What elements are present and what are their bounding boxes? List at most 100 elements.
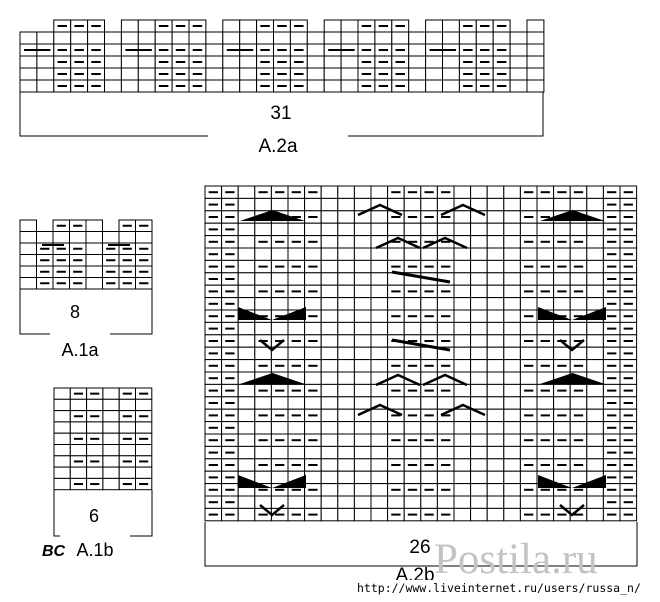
- a1a-cell: [19, 219, 37, 232]
- a2b-cell: [370, 222, 389, 237]
- a2b-cell: [470, 297, 488, 311]
- a2b-cell: [403, 321, 422, 336]
- a2b-cell: [486, 259, 505, 274]
- a2b-cell: [569, 396, 588, 410]
- a1b-cell: [118, 421, 136, 434]
- a2b-cell: [403, 346, 422, 361]
- a2b-chevron-mark: [440, 403, 486, 417]
- a2b-cell: [403, 222, 422, 237]
- a1b-cell: [102, 455, 120, 468]
- a2b-cell: [237, 197, 256, 212]
- a2b-cell: [237, 458, 256, 472]
- a2b-cell: [486, 507, 505, 522]
- a2a-cell: [526, 19, 545, 33]
- a2b-cell: [586, 259, 604, 274]
- a2b-cell: [387, 297, 405, 311]
- a1b-cell: [102, 466, 120, 479]
- a1b-cell: [69, 466, 88, 479]
- a2b-cell: [353, 321, 372, 336]
- a2b-cell: [320, 309, 339, 323]
- a2a-cell: [306, 31, 325, 45]
- a2b-cell: [519, 272, 538, 286]
- a2b-cell: [503, 495, 521, 509]
- a2b-cell: [486, 284, 505, 299]
- a2a-cell: [425, 31, 444, 45]
- a2b-cell: [503, 458, 521, 472]
- a1b-cell: [86, 398, 104, 412]
- a2b-cell: [320, 222, 339, 237]
- a2b-cell: [320, 359, 339, 373]
- a2b-cell: [254, 470, 272, 485]
- a2b-cable-mark: [391, 338, 451, 352]
- a2a-cell: [526, 55, 545, 69]
- a2b-cell: [370, 210, 389, 224]
- a1b-cell: [118, 466, 136, 479]
- a2b-cell: [237, 235, 256, 249]
- a2b-cell: [503, 408, 521, 423]
- a2a-cell: [425, 67, 444, 81]
- a2b-cell: [254, 197, 272, 212]
- a2b-cell: [254, 247, 272, 261]
- a2b-cell: [470, 383, 488, 398]
- a2b-cell: [403, 421, 422, 435]
- a2a-cell: [137, 67, 156, 81]
- a2b-cell: [503, 309, 521, 323]
- a2b-cell: [337, 396, 355, 410]
- a2a-cell: [239, 31, 258, 45]
- a2b-cell: [420, 421, 438, 435]
- a2b-cell: [470, 421, 488, 435]
- a2b-cell: [569, 421, 588, 435]
- a2b-cell: [420, 495, 438, 509]
- a2a-cell: [104, 31, 122, 45]
- a2b-cell: [403, 445, 422, 460]
- a2b-cell: [353, 433, 372, 447]
- a2b-cell: [519, 396, 538, 410]
- a1b-cell: [53, 455, 71, 468]
- a2b-cell: [486, 396, 505, 410]
- a1a-cell: [85, 219, 103, 232]
- a2b-cell: [420, 297, 438, 311]
- chart-a1a-count: 8: [70, 302, 80, 322]
- a2b-cable-mark: [391, 270, 451, 284]
- a2b-cell: [503, 259, 521, 274]
- a2b-cell: [453, 470, 472, 485]
- a2b-cell: [370, 507, 389, 522]
- a2b-cell: [486, 495, 505, 509]
- a2b-chevron-mark: [440, 203, 486, 217]
- a2b-cell: [320, 483, 339, 497]
- a2b-cell: [353, 272, 372, 286]
- a2a-cell: [205, 79, 224, 93]
- a2b-cell: [237, 408, 256, 423]
- a2b-cell: [586, 185, 604, 199]
- a2b-cell: [470, 507, 488, 522]
- a2b-cell: [403, 495, 422, 509]
- a2b-cell: [337, 408, 355, 423]
- a2b-cell: [304, 222, 322, 237]
- a2a-cell: [306, 55, 325, 69]
- a2b-cell: [586, 495, 604, 509]
- a1b-cell: [69, 398, 88, 412]
- chart-a2a-bracket: 31 A.2a: [19, 92, 544, 157]
- a2b-cell: [470, 396, 488, 410]
- a2b-triangle-mark: [540, 210, 605, 221]
- a2b-cell: [387, 470, 405, 485]
- a2b-cell: [387, 247, 405, 261]
- a2b-cell: [470, 346, 488, 361]
- a2b-triangle-mark: [240, 373, 305, 384]
- a1b-cell: [86, 466, 104, 479]
- a2b-cell: [353, 483, 372, 497]
- a2b-cell: [420, 470, 438, 485]
- chart-a2a-grid: [19, 19, 545, 93]
- a2b-cell: [320, 445, 339, 460]
- a2b-cell: [370, 259, 389, 274]
- a1a-cell: [19, 231, 37, 244]
- a2b-cell: [353, 185, 372, 199]
- a2b-cell: [586, 222, 604, 237]
- a2a-cell: [120, 55, 139, 69]
- a2a-cell: [120, 19, 139, 33]
- a2b-cell: [503, 185, 521, 199]
- a2b-cell: [254, 321, 272, 336]
- a2b-cell: [320, 247, 339, 261]
- a2b-cell: [503, 483, 521, 497]
- a2b-cell: [270, 445, 289, 460]
